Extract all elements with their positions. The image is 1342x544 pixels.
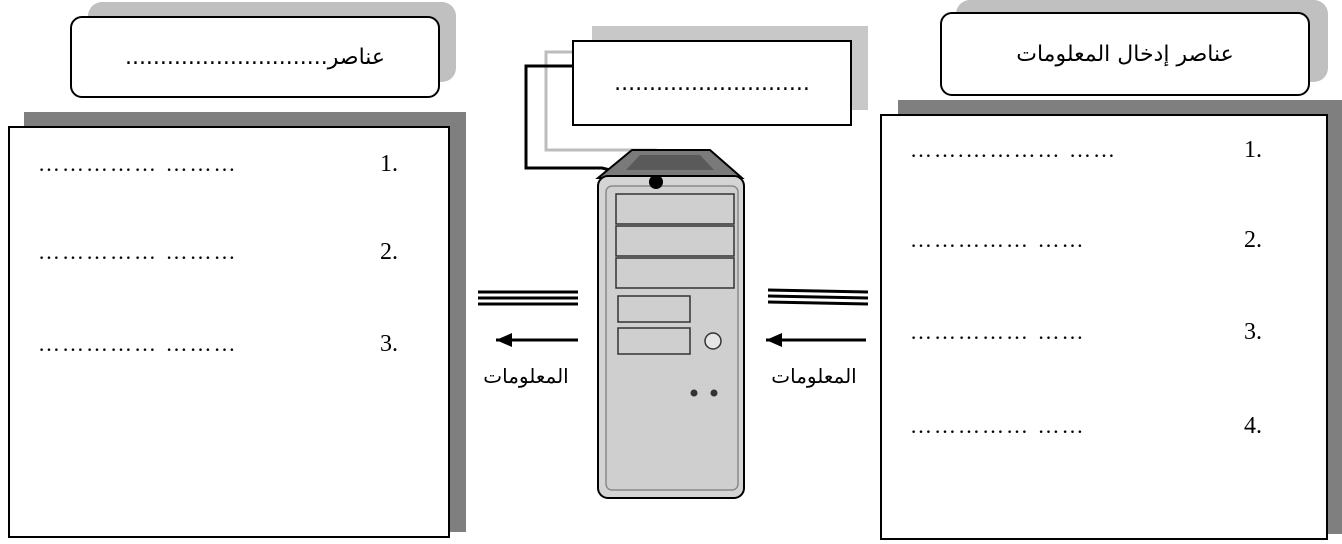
- input-item-number: 2.: [1244, 226, 1262, 253]
- right-flow-label: المعلومات: [771, 364, 857, 388]
- output-item-number: 2.: [380, 238, 398, 265]
- output-header: عناصر.............................: [70, 16, 440, 98]
- input-panel: …….………… …… 1. …………… …… 2. …………… …… 3. ………: [880, 114, 1328, 540]
- input-list-item: …………… …… 2.: [910, 220, 1262, 260]
- input-item-blank: …….………… ……: [910, 137, 1117, 162]
- input-item-blank: …………… ……: [910, 319, 1086, 344]
- input-list-item: …………… …… 3.: [910, 312, 1262, 352]
- right-arrow-icon: [766, 333, 866, 347]
- input-list-item: …….………… …… 1.: [910, 130, 1262, 170]
- output-panel: …………… ……… 1. …………… ……… 2. …………… ……… 3.: [8, 126, 450, 538]
- output-item-number: 1.: [380, 150, 398, 177]
- input-item-number: 4.: [1244, 412, 1262, 439]
- output-item-blank: …………… ………: [38, 239, 238, 264]
- left-flow-lines: [478, 290, 578, 306]
- center-label-text: ............................: [614, 70, 810, 96]
- output-item-blank: …………… ………: [38, 331, 238, 356]
- input-item-blank: …………… ……: [910, 227, 1086, 252]
- left-flow-label: المعلومات: [483, 364, 569, 388]
- output-item-number: 3.: [380, 330, 398, 357]
- center-label-box: ............................: [572, 40, 852, 126]
- input-item-number: 1.: [1244, 136, 1262, 163]
- input-item-number: 3.: [1244, 318, 1262, 345]
- left-arrow-icon: [496, 333, 578, 347]
- output-list-item: …………… ……… 1.: [38, 144, 398, 184]
- input-item-blank: …………… ……: [910, 413, 1086, 438]
- output-item-blank: …………… ………: [38, 151, 238, 176]
- output-header-label: عناصر.............................: [124, 44, 386, 70]
- computer-tower-icon: [595, 149, 745, 499]
- right-flow-lines: [767, 288, 869, 306]
- input-list-item: …………… …… 4.: [910, 406, 1262, 446]
- output-list-item: …………… ……… 2.: [38, 232, 398, 272]
- input-header-label: عناصر إدخال المعلومات: [1016, 41, 1234, 67]
- connector-line-gray: [544, 50, 685, 164]
- input-header: عناصر إدخال المعلومات: [940, 12, 1310, 96]
- output-list-item: …………… ……… 3.: [38, 324, 398, 364]
